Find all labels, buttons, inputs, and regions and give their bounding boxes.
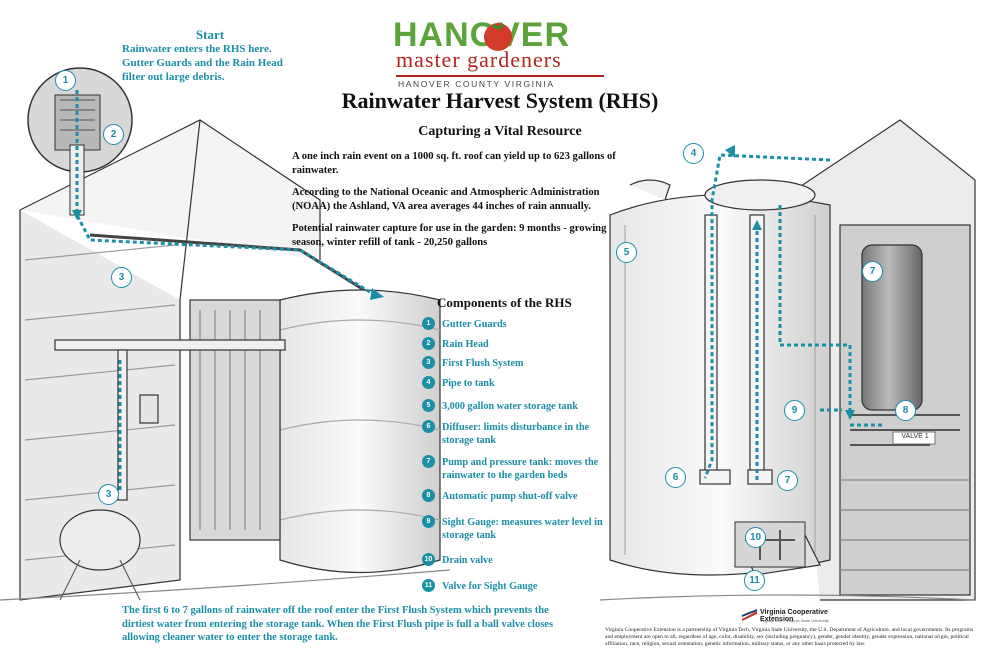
badge-5: 5	[616, 242, 637, 263]
badge-2: 2	[103, 124, 124, 145]
badge-3-upper: 3	[111, 267, 132, 288]
component-number: 11	[422, 579, 435, 592]
badge-11: 11	[744, 570, 765, 591]
first-flush-note: The first 6 to 7 gallons of rainwater of…	[122, 605, 554, 643]
fact-yield: A one inch rain event on a 1000 sq. ft. …	[292, 151, 616, 176]
badge-3-lower: 3	[98, 484, 119, 505]
component-number: 1	[422, 317, 435, 330]
component-number: 6	[422, 420, 435, 433]
badge-4: 4	[683, 143, 704, 164]
badge-7-pressure: 7	[862, 261, 883, 282]
component-label: Drain valve	[442, 555, 493, 566]
component-number: 9	[422, 515, 435, 528]
component-label: First Flush System	[442, 358, 524, 369]
component-label: Diffuser: limits disturbance in the stor…	[442, 422, 590, 446]
component-number: 2	[422, 337, 435, 350]
start-title: Start	[195, 27, 225, 42]
logo-hanover-text: HANOVER	[393, 16, 571, 54]
valve-label: VALVE 1	[901, 433, 929, 440]
page-title: Rainwater Harvest System (RHS)	[341, 88, 659, 113]
component-label: Pipe to tank	[442, 378, 495, 389]
component-number: 5	[422, 399, 435, 412]
vce-disclaimer: Virginia Cooperative Extension is a part…	[605, 627, 974, 647]
badge-9: 9	[784, 400, 805, 421]
badge-10: 10	[745, 527, 766, 548]
component-label: Gutter Guards	[442, 319, 507, 330]
fact-noaa: According to the National Oceanic and At…	[292, 187, 600, 212]
component-number: 10	[422, 553, 435, 566]
component-label: Automatic pump shut-off valve	[442, 491, 578, 502]
fact-capture: Potential rainwater capture for use in t…	[292, 223, 607, 248]
component-number: 4	[422, 376, 435, 389]
tomato-icon	[484, 23, 512, 51]
logo-rule	[396, 75, 604, 77]
drain-inset	[734, 521, 806, 568]
left-shed-drawing	[0, 119, 451, 601]
right-flow-arrows	[725, 145, 855, 420]
vce-mark-icon	[742, 609, 757, 621]
logo-master-gardeners: master gardeners	[396, 47, 562, 72]
component-label: Pump and pressure tank: moves the rainwa…	[442, 457, 599, 481]
component-number: 3	[422, 356, 435, 369]
hanover-logo: HANOVER master gardeners HANOVER COUNTY …	[393, 16, 608, 89]
logo-county: HANOVER COUNTY VIRGINIA	[398, 79, 555, 89]
vce-name: Virginia Cooperative Extension	[760, 609, 828, 623]
left-flow-arrows	[72, 210, 384, 300]
component-number: 7	[422, 455, 435, 468]
page-subtitle: Capturing a Vital Resource	[418, 124, 582, 139]
facts-block: A one inch rain event on a 1000 sq. ft. …	[292, 150, 637, 258]
component-label: 3,000 gallon water storage tank	[442, 401, 578, 412]
components-title: Components of the RHS	[437, 295, 572, 310]
badge-7-tank: 7	[777, 470, 798, 491]
badge-8: 8	[895, 400, 916, 421]
start-text: Rainwater enters the RHS here. Gutter Gu…	[122, 43, 283, 83]
component-number: 8	[422, 489, 435, 502]
component-label: Rain Head	[442, 339, 489, 350]
badge-6: 6	[665, 467, 686, 488]
vce-logo: Virginia Cooperative Extension Virginia …	[742, 609, 862, 623]
component-label: Sight Gauge: measures water level in sto…	[442, 517, 603, 541]
right-flow-path	[703, 153, 885, 480]
vce-sub: Virginia Tech · Virginia State Universit…	[760, 618, 829, 623]
badge-1: 1	[55, 70, 76, 91]
component-label: Valve for Sight Gauge	[442, 581, 538, 592]
left-flow-path	[75, 90, 376, 490]
valve-label-sign	[892, 431, 936, 445]
